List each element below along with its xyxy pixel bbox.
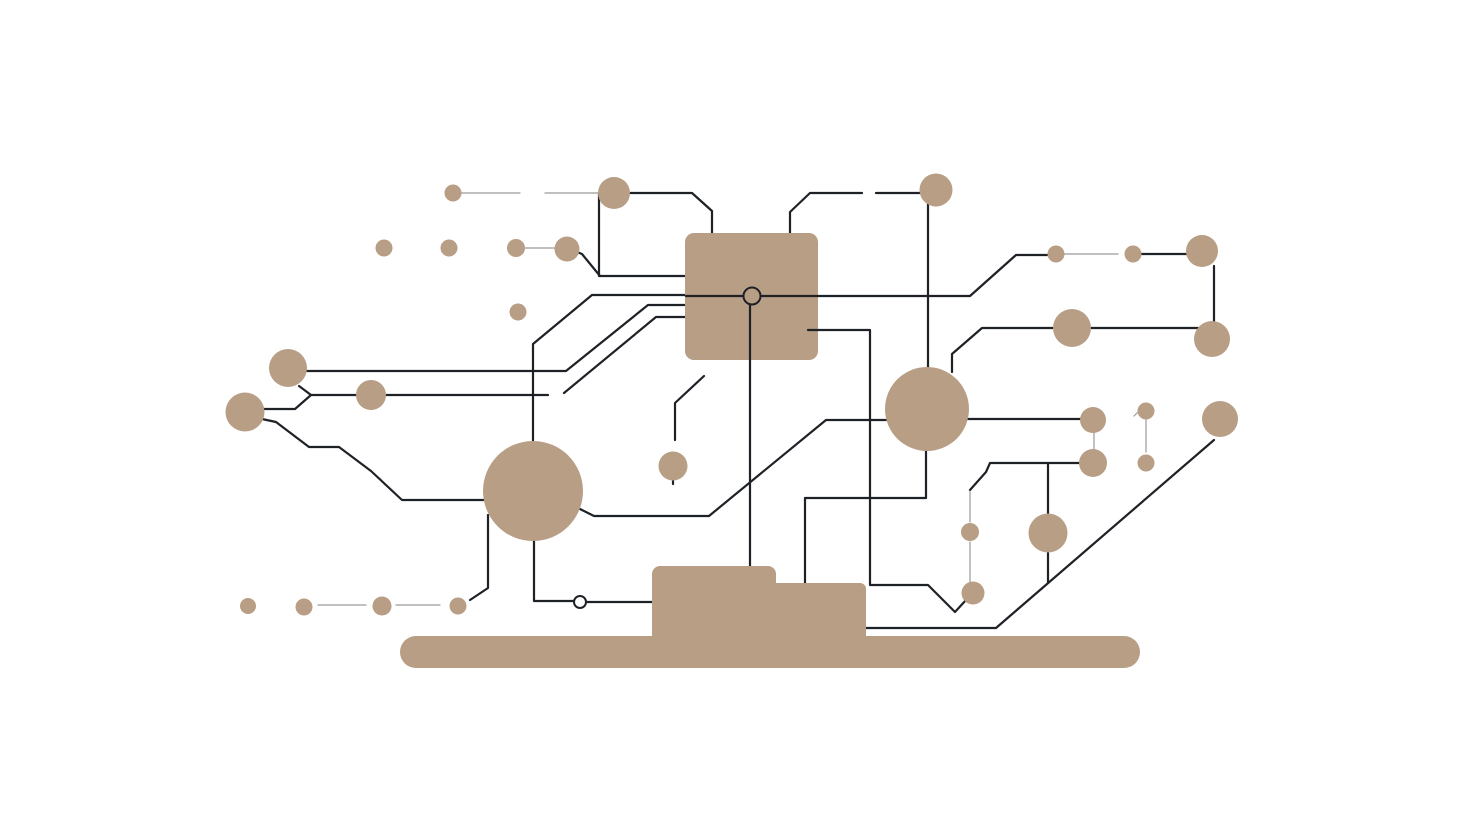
connector-node-icon xyxy=(1202,401,1238,437)
connector-node-icon xyxy=(1124,245,1142,263)
trace-chip-to-top-right xyxy=(788,191,938,236)
connector-node-icon xyxy=(372,596,392,616)
connector-node-icon xyxy=(440,239,458,257)
via-icon xyxy=(742,286,762,306)
connector-node-icon xyxy=(658,451,688,481)
connector-node-icon xyxy=(444,184,462,202)
connector-nodes xyxy=(225,173,1238,616)
connector-node-icon xyxy=(919,173,953,207)
trace-chip-right-down xyxy=(806,328,968,614)
trace-big-left-down xyxy=(532,534,577,603)
base-block-right xyxy=(770,583,866,656)
connector-node-icon xyxy=(1137,454,1155,472)
connector-node-icon xyxy=(1137,402,1155,420)
connector-node-icon xyxy=(961,523,979,541)
connector-node-icon xyxy=(375,239,393,257)
trace-left-mid-to-chip xyxy=(384,315,688,397)
base-plate-group xyxy=(400,566,1140,668)
connector-node-icon xyxy=(356,380,386,410)
connector-node-icon xyxy=(449,597,467,615)
trace-leftmost-to-big-left xyxy=(260,417,486,502)
trace-big-left-bottom xyxy=(468,513,490,602)
trace-big-right-down xyxy=(803,448,928,586)
trace-far-right-diagonal xyxy=(864,438,1216,630)
trace-left-node-to-chip xyxy=(301,303,688,373)
trace-left-bend xyxy=(260,384,313,411)
trace-chip-horizontal xyxy=(684,253,1052,298)
trace-top-node-to-chip xyxy=(612,191,714,236)
connector-node-icon xyxy=(1028,513,1068,553)
connector-node-icon xyxy=(1079,449,1107,477)
processor-chip-group xyxy=(684,233,820,362)
connector-node-icon xyxy=(509,303,527,321)
connector-node-icon xyxy=(598,177,630,209)
connector-node-icon xyxy=(507,239,525,257)
connector-node-large xyxy=(483,441,583,541)
connector-node-icon xyxy=(1053,309,1091,347)
connector-node-icon xyxy=(1080,407,1106,433)
connector-node-icon xyxy=(961,581,985,605)
connector-node-icon xyxy=(1194,321,1230,357)
connector-node-icon xyxy=(225,392,265,432)
connector-node-icon xyxy=(1047,245,1065,263)
connector-node-icon xyxy=(269,349,307,387)
connector-node-icon xyxy=(1186,235,1218,267)
base-block-left xyxy=(652,566,776,656)
connector-node-large xyxy=(885,367,969,451)
connector-node-icon xyxy=(554,236,580,262)
trace-big-left-to-big-right xyxy=(576,418,888,518)
trace-middle-stub xyxy=(673,374,706,442)
trace-big-right-to-mid xyxy=(950,326,1062,374)
via-icon xyxy=(573,595,587,609)
trace-right-mid-branch xyxy=(968,461,1082,492)
trace-chip-to-big-left xyxy=(531,293,688,446)
connector-node-icon xyxy=(295,598,313,616)
connector-node-icon xyxy=(240,598,256,614)
